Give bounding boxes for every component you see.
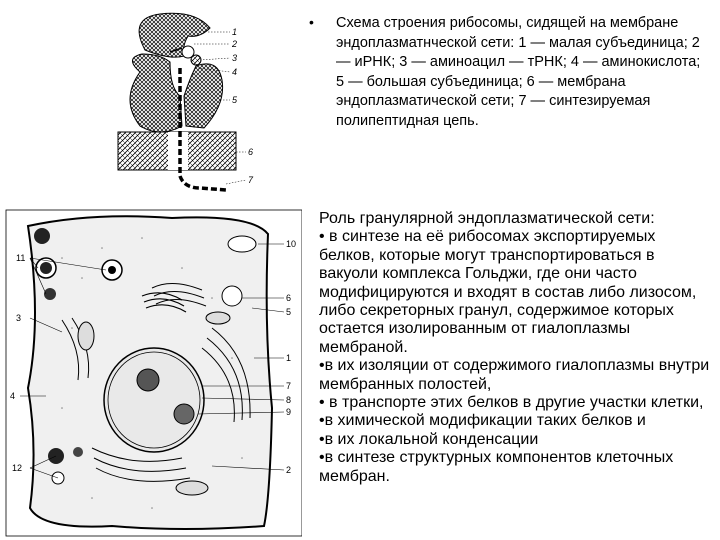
role-item: • в транспорте этих белков в другие учас… [319,394,704,412]
ribo-label-3: 3 [232,53,237,63]
nucleolus [136,368,160,392]
cell-label-4: 4 [10,391,15,401]
cell-label-7: 7 [286,381,291,391]
cell-label-9: 9 [286,407,291,417]
cell-label-10: 10 [286,239,296,249]
cell-label-1: 1 [286,353,291,363]
ribo-label-5: 5 [232,95,238,105]
large-subunit [129,53,183,133]
ribosome-diagram: 1 2 3 4 5 6 7 [117,12,254,192]
trna [181,45,195,59]
role-item: •в их изоляции от содержимого гиалоплазм… [319,357,710,393]
cell-label-8: 8 [286,395,291,405]
role-item: •в синтезе структурных компонентов клето… [319,449,674,485]
polypeptide-chain [178,68,227,192]
cell-label-6: 6 [286,293,291,303]
role-heading: Роль гранулярной эндоплазматической сети… [319,210,655,227]
cell-label-3: 3 [16,313,21,323]
nucleus [103,347,205,453]
small-subunit [138,12,211,58]
cell-label-5: 5 [286,307,291,317]
ribo-label-1: 1 [232,27,237,37]
er-role-text: Роль гранулярной эндоплазматической сети… [319,210,715,486]
cell-label-2: 2 [286,465,291,475]
role-item: •в химической модификации таких белков и [319,412,646,430]
ribosome-caption: Схема строения рибосомы, сидящей на мемб… [336,15,701,129]
cell-label-11: 11 [16,253,25,263]
ribo-label-4: 4 [232,67,237,77]
role-item: •в их локальной конденсации [319,430,539,448]
caption-bullet: • [309,14,314,30]
cell-diagram: 10 11 6 5 3 1 4 7 8 9 12 2 [5,209,302,537]
cell-label-12: 12 [12,463,22,473]
ribo-label-6: 6 [248,147,253,157]
ribo-label-7: 7 [248,175,254,185]
role-item: • в синтезе на её рибосомах экспортируем… [319,228,697,356]
ribo-label-2: 2 [231,39,237,49]
